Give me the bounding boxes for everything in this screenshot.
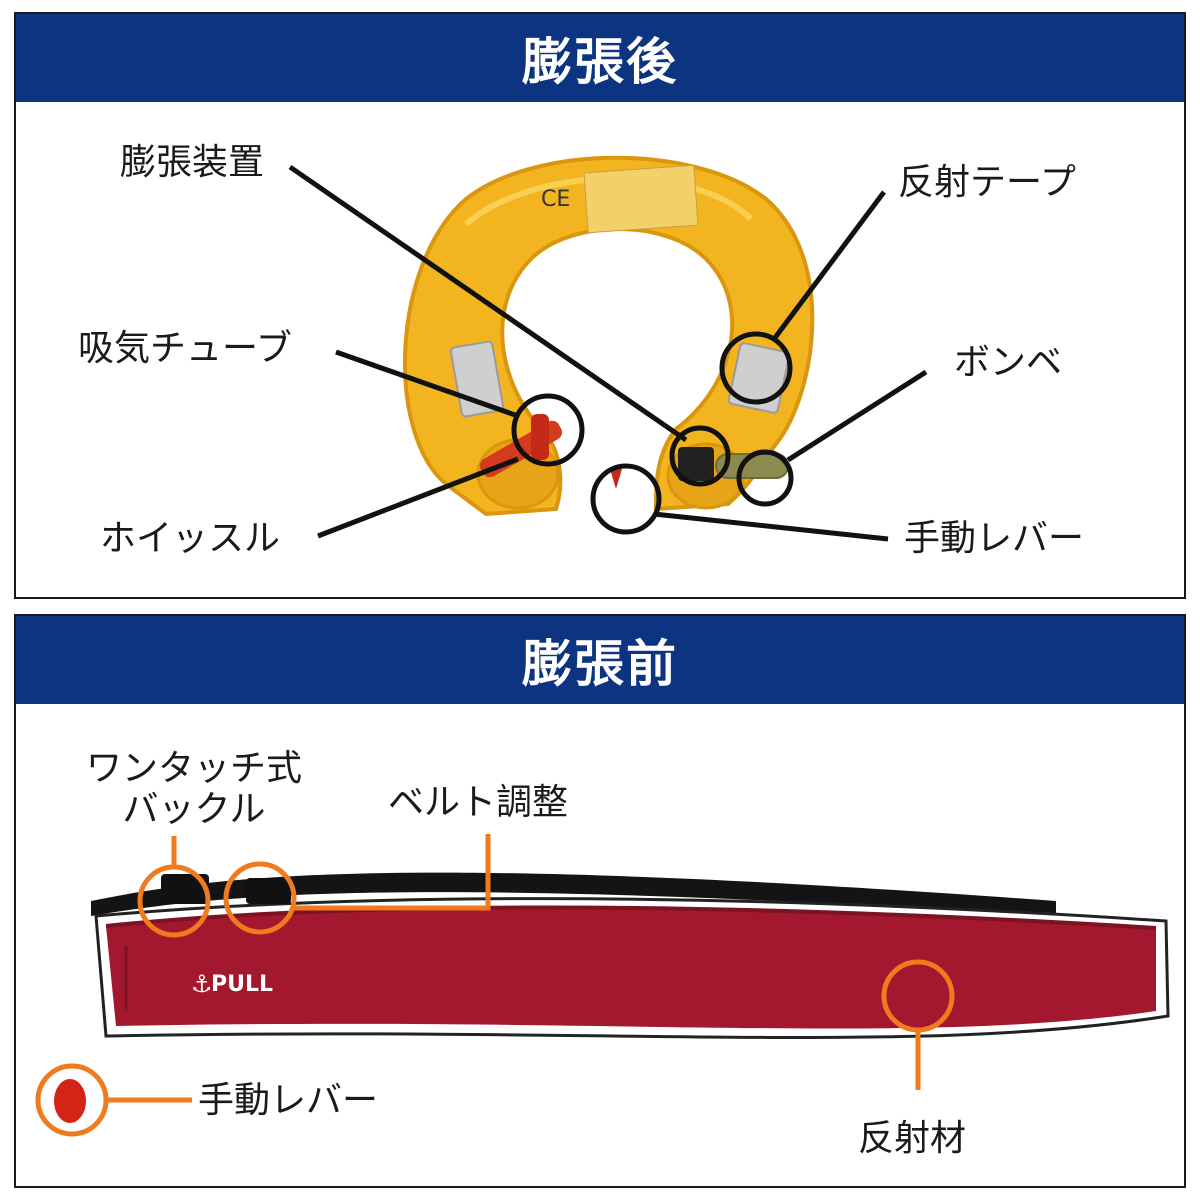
callout-line-manual-lever — [653, 511, 889, 542]
belt-pouch: PULL ⚓ — [54, 872, 1170, 1123]
callout-line-reflective-tape — [771, 190, 887, 341]
pull-mark: PULL — [211, 972, 273, 997]
after-callouts — [288, 164, 928, 542]
callout-circle-inflation-tube — [511, 393, 585, 467]
callout-circle-cylinder — [736, 449, 794, 507]
callout-line-inflation-tube — [335, 349, 519, 419]
callout-circle-belt-adjust — [223, 861, 297, 935]
callout-circle-manual-lever — [590, 463, 662, 535]
before-inflation-title: 膨張前 — [522, 635, 678, 693]
label-one-touch-buckle-line2: バックル — [122, 789, 266, 831]
callout-line-inflator — [288, 164, 688, 443]
label-reflective-tape: 反射テープ — [898, 162, 1076, 203]
callout-circle-inflator — [669, 425, 731, 487]
label-one-touch-buckle: ワンタッチ式 バックル — [64, 748, 324, 831]
label-reflective-material: 反射材 — [858, 1118, 967, 1159]
belt-pouch-illustration: PULL ⚓ — [35, 834, 1170, 1137]
label-one-touch-buckle-line1: ワンタッチ式 — [85, 748, 302, 789]
callout-line-cylinder — [786, 369, 928, 463]
before-callouts — [35, 834, 955, 1137]
after-inflation-panel: 膨張後 CE — [14, 12, 1186, 599]
inflated-collar-illustration: CE — [288, 155, 928, 542]
inflated-collar: CE — [403, 155, 815, 522]
after-inflation-banner: 膨張後 — [16, 14, 1184, 102]
callout-line-whistle — [317, 456, 519, 539]
anchor-icon: ⚓ — [191, 970, 213, 998]
before-inflation-panel: 膨張前 PULL ⚓ — [14, 614, 1186, 1188]
after-inflation-title: 膨張後 — [522, 33, 678, 91]
label-inflator: 膨張装置 — [120, 142, 265, 183]
label-manual-lever-after: 手動レバー — [904, 518, 1085, 559]
label-whistle: ホイッスル — [100, 518, 281, 559]
before-inflation-banner: 膨張前 — [16, 616, 1184, 704]
label-belt-adjust: ベルト調整 — [388, 782, 569, 823]
label-manual-lever-before: 手動レバー — [198, 1080, 379, 1121]
callout-line-belt-adjust — [294, 834, 491, 911]
label-inflation-tube: 吸気チューブ — [78, 328, 292, 369]
ce-mark: CE — [541, 187, 570, 212]
label-cylinder: ボンベ — [954, 342, 1063, 383]
callout-circle-reflective-tape — [719, 331, 793, 405]
